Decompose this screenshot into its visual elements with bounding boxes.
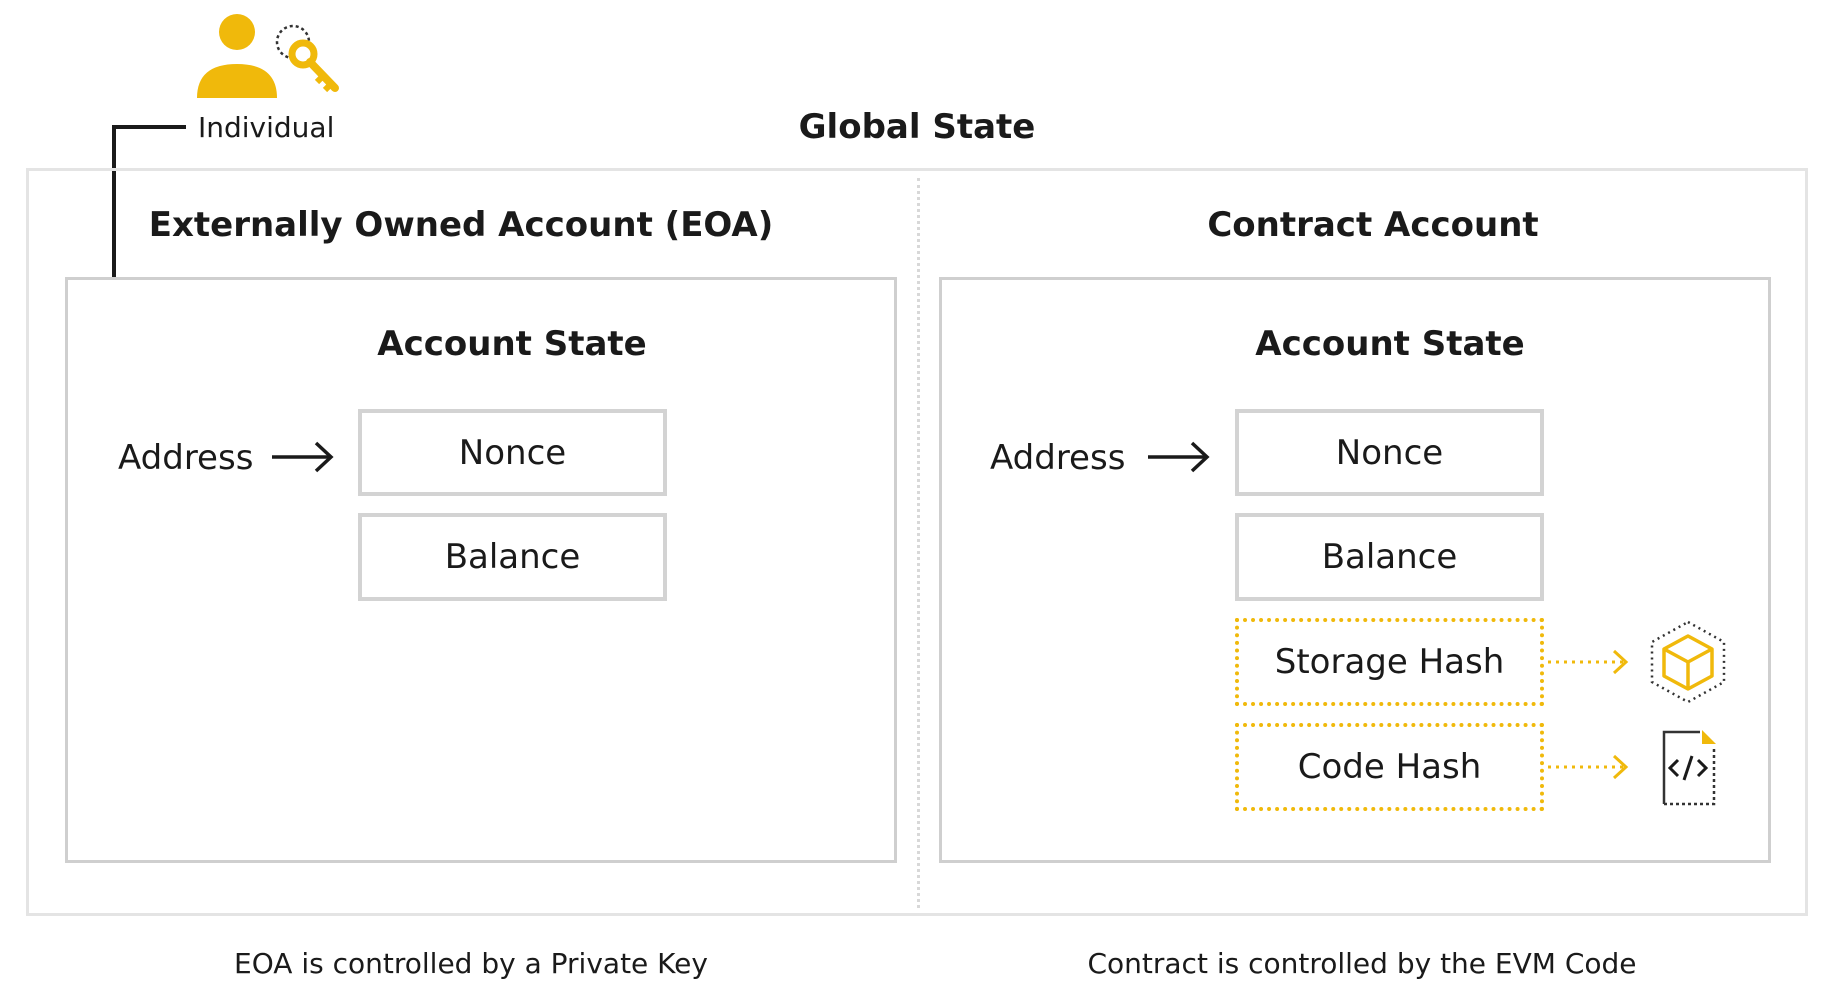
contract-caption: Contract is controlled by the EVM Code bbox=[1087, 947, 1637, 980]
storage-hash-field: Storage Hash bbox=[1235, 618, 1544, 706]
eoa-title: Externally Owned Account (EOA) bbox=[148, 205, 774, 245]
eoa-caption: EOA is controlled by a Private Key bbox=[234, 947, 708, 980]
eoa-address-label: Address bbox=[118, 438, 254, 478]
storage-cube-icon bbox=[1650, 620, 1726, 704]
contract-title: Contract Account bbox=[1207, 205, 1539, 245]
contract-account-state-title: Account State bbox=[1255, 324, 1525, 364]
global-state-box bbox=[26, 168, 1808, 916]
global-state-title: Global State bbox=[798, 107, 1036, 147]
contract-address-arrow bbox=[1148, 441, 1210, 473]
code-file-icon bbox=[1662, 730, 1716, 806]
eoa-nonce-field: Nonce bbox=[358, 409, 667, 496]
user-with-key-icon bbox=[197, 14, 339, 98]
eoa-address-arrow bbox=[272, 441, 334, 473]
code-hash-field: Code Hash bbox=[1235, 723, 1544, 811]
individual-label: Individual bbox=[198, 111, 335, 144]
eoa-account-state-title: Account State bbox=[377, 324, 647, 364]
eoa-balance-field: Balance bbox=[358, 513, 667, 601]
contract-balance-field: Balance bbox=[1235, 513, 1544, 601]
storage-hash-arrow bbox=[1548, 649, 1629, 675]
center-divider bbox=[917, 178, 920, 908]
contract-nonce-field: Nonce bbox=[1235, 409, 1544, 496]
code-hash-arrow bbox=[1548, 754, 1629, 780]
contract-address-label: Address bbox=[990, 438, 1126, 478]
